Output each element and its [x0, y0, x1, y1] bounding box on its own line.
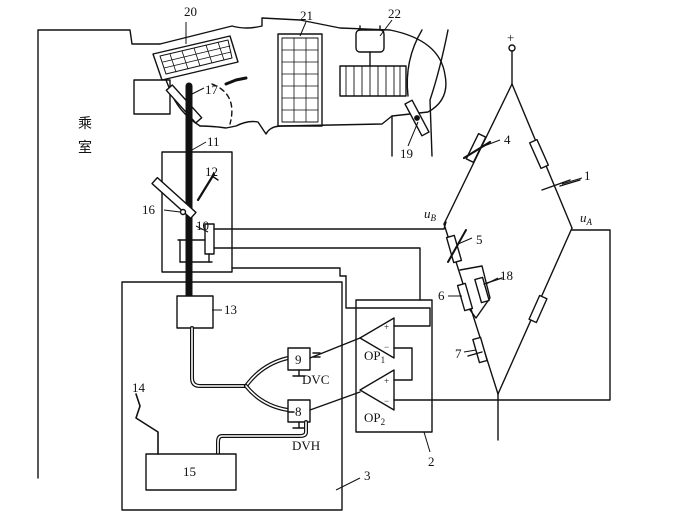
label-3: 3	[364, 468, 371, 483]
control-unit-box	[121, 281, 343, 511]
evaporator-core	[277, 33, 323, 127]
vacuum-source-pipe-14	[135, 393, 159, 455]
blower-fan	[339, 65, 407, 97]
pivot-16	[179, 208, 187, 216]
label-2: 2	[428, 454, 435, 469]
opamp2-minus: −	[384, 396, 389, 406]
resistor-1	[528, 138, 550, 170]
cabin-label-2: 室	[78, 139, 92, 156]
wheatstone-bridge	[443, 44, 573, 441]
label-19: 19	[400, 146, 413, 161]
outlet-right-wall	[429, 29, 449, 157]
opamp1-minus: −	[384, 342, 389, 352]
potentiometer-10	[177, 223, 215, 263]
label-20: 20	[184, 4, 197, 19]
label-21: 21	[300, 8, 313, 23]
mode-damper	[404, 99, 430, 137]
label-15: 15	[183, 464, 196, 479]
air-duct-outline	[159, 17, 447, 135]
resistor-5-arrow	[447, 229, 467, 263]
label-9: 9	[295, 352, 302, 367]
position-sensor-link	[151, 172, 219, 220]
opamp2-plus: +	[384, 376, 389, 386]
resistor-18	[474, 276, 490, 304]
resistor-5	[445, 234, 463, 264]
plus-terminal-label: +	[507, 30, 514, 45]
uB-label: uB	[424, 206, 437, 223]
cabin-outline	[37, 29, 161, 479]
opamp1-input-plus	[345, 275, 431, 327]
label-10: 10	[196, 218, 209, 233]
vacuum-tank-15	[145, 453, 237, 491]
solar-sensor	[152, 35, 239, 81]
vacuum-actuator-13	[176, 295, 214, 329]
vacuum-hose-to-9	[244, 356, 290, 388]
label-16: 16	[142, 202, 156, 217]
air-mix-damper	[165, 84, 203, 124]
resistor-4-arrow	[462, 140, 492, 160]
actuator-housing	[161, 151, 233, 273]
heater-core-box	[133, 79, 171, 115]
label-8: 8	[295, 404, 302, 419]
label-4: 4	[504, 132, 511, 147]
label-12: 12	[205, 164, 218, 179]
resistor-7	[472, 336, 488, 364]
damper-swing-arc	[211, 83, 233, 125]
opamp-2	[359, 369, 395, 411]
vacuum-hose-main-inner	[191, 327, 247, 387]
opamp1-label: OP1	[364, 348, 385, 365]
vacuum-hose-main	[190, 326, 248, 388]
comparator-module-box	[355, 299, 433, 433]
blower-motor	[355, 25, 385, 67]
dvc-label: DVC	[302, 372, 329, 387]
resistor-right-lower	[528, 294, 548, 324]
label-13: 13	[224, 302, 237, 317]
signal-wire-ub	[213, 221, 447, 230]
vacuum-hose-to-8	[244, 384, 290, 412]
label-17: 17	[205, 82, 219, 97]
cabin-label-1: 乘	[78, 116, 92, 132]
label-22: 22	[388, 6, 401, 21]
resistor-6	[456, 282, 474, 312]
signal-wire-pot	[213, 247, 421, 301]
label-5: 5	[476, 232, 483, 247]
opamp2-input-minus	[393, 229, 611, 401]
label-18: 18	[500, 268, 513, 283]
resistor-18-parallel	[459, 265, 491, 319]
label-14: 14	[132, 380, 146, 395]
damper-arm	[224, 76, 248, 86]
label-6: 6	[438, 288, 445, 303]
opamp1-plus: +	[384, 322, 389, 332]
label-11: 11	[207, 134, 220, 149]
uA-label: uA	[580, 210, 593, 227]
signal-wire-ref	[231, 267, 347, 277]
opamp-1	[359, 317, 395, 359]
label-7: 7	[455, 346, 462, 361]
opamp2-label: OP2	[364, 410, 385, 427]
label-1: 1	[584, 168, 591, 183]
dvh-label: DVH	[292, 438, 320, 453]
opamp1-input-minus	[393, 347, 413, 381]
outlet-duct	[406, 29, 423, 97]
resistor-4	[465, 132, 487, 164]
